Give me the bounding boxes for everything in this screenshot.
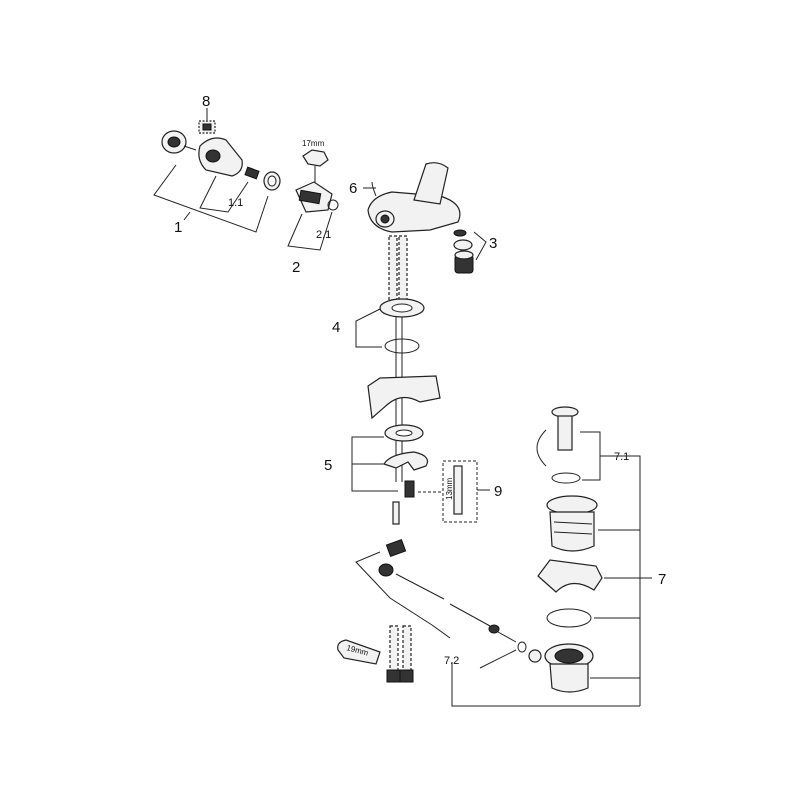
label-1-1: 1.1 <box>228 197 243 209</box>
label-8: 8 <box>202 93 210 110</box>
part-1-handle-assembly <box>161 130 281 191</box>
part-3-aerator <box>453 229 487 274</box>
label-4: 4 <box>332 319 340 336</box>
label-1: 1 <box>174 219 182 236</box>
part-6-mixer-body <box>363 162 461 233</box>
part-4-base-plate <box>355 298 425 354</box>
label-3: 3 <box>489 235 497 252</box>
label-7-2: 7.2 <box>444 655 459 667</box>
part-8-grub-screw <box>198 108 216 134</box>
wrench-17mm-mark: 17mm <box>302 139 325 148</box>
flex-hoses <box>388 235 408 482</box>
part-2-cartridge <box>295 149 339 213</box>
part-7-2-popup-rod <box>355 501 640 707</box>
label-5: 5 <box>324 457 332 474</box>
label-2: 2 <box>292 259 300 276</box>
label-2-1: 2.1 <box>316 229 331 241</box>
part-9-key <box>418 460 490 523</box>
part-5-fixing-set <box>351 424 429 498</box>
label-7: 7 <box>658 571 666 588</box>
bracket-2 <box>287 211 333 251</box>
bracket-1 <box>153 164 269 233</box>
label-9: 9 <box>494 483 502 500</box>
bottom-hoses-and-wrench <box>337 625 414 683</box>
label-7-1: 7.1 <box>614 451 629 463</box>
label-6: 6 <box>349 180 357 197</box>
key-13mm-mark: 13mm <box>445 477 454 500</box>
basin-section-upper <box>367 375 441 420</box>
part-7-waste-assembly <box>536 406 652 706</box>
